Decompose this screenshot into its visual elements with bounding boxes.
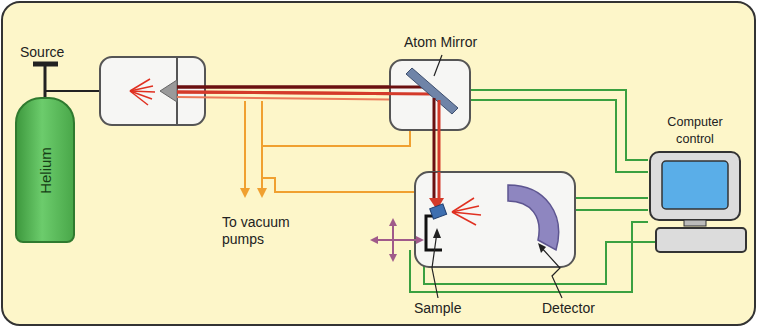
computer-station: Computer control (640, 114, 750, 150)
station-label: Computer control (655, 114, 735, 148)
part-label: Atom Mirror (404, 34, 504, 51)
part-label: Source (20, 44, 90, 61)
sample-chamber (415, 172, 575, 267)
gas-cylinder: Helium (15, 97, 75, 243)
part-label: Sample (414, 300, 484, 317)
note-label: To vacuum pumps (222, 214, 308, 248)
vacuum-arrowheads (240, 188, 267, 198)
leader-lines (432, 55, 562, 298)
part-label: Detector (542, 300, 622, 317)
computer-illustration (650, 152, 746, 252)
leader-heads (433, 228, 546, 253)
motion-arrows (370, 218, 424, 262)
mirror-chamber (177, 60, 470, 130)
cylinder-label: Helium (37, 147, 54, 194)
